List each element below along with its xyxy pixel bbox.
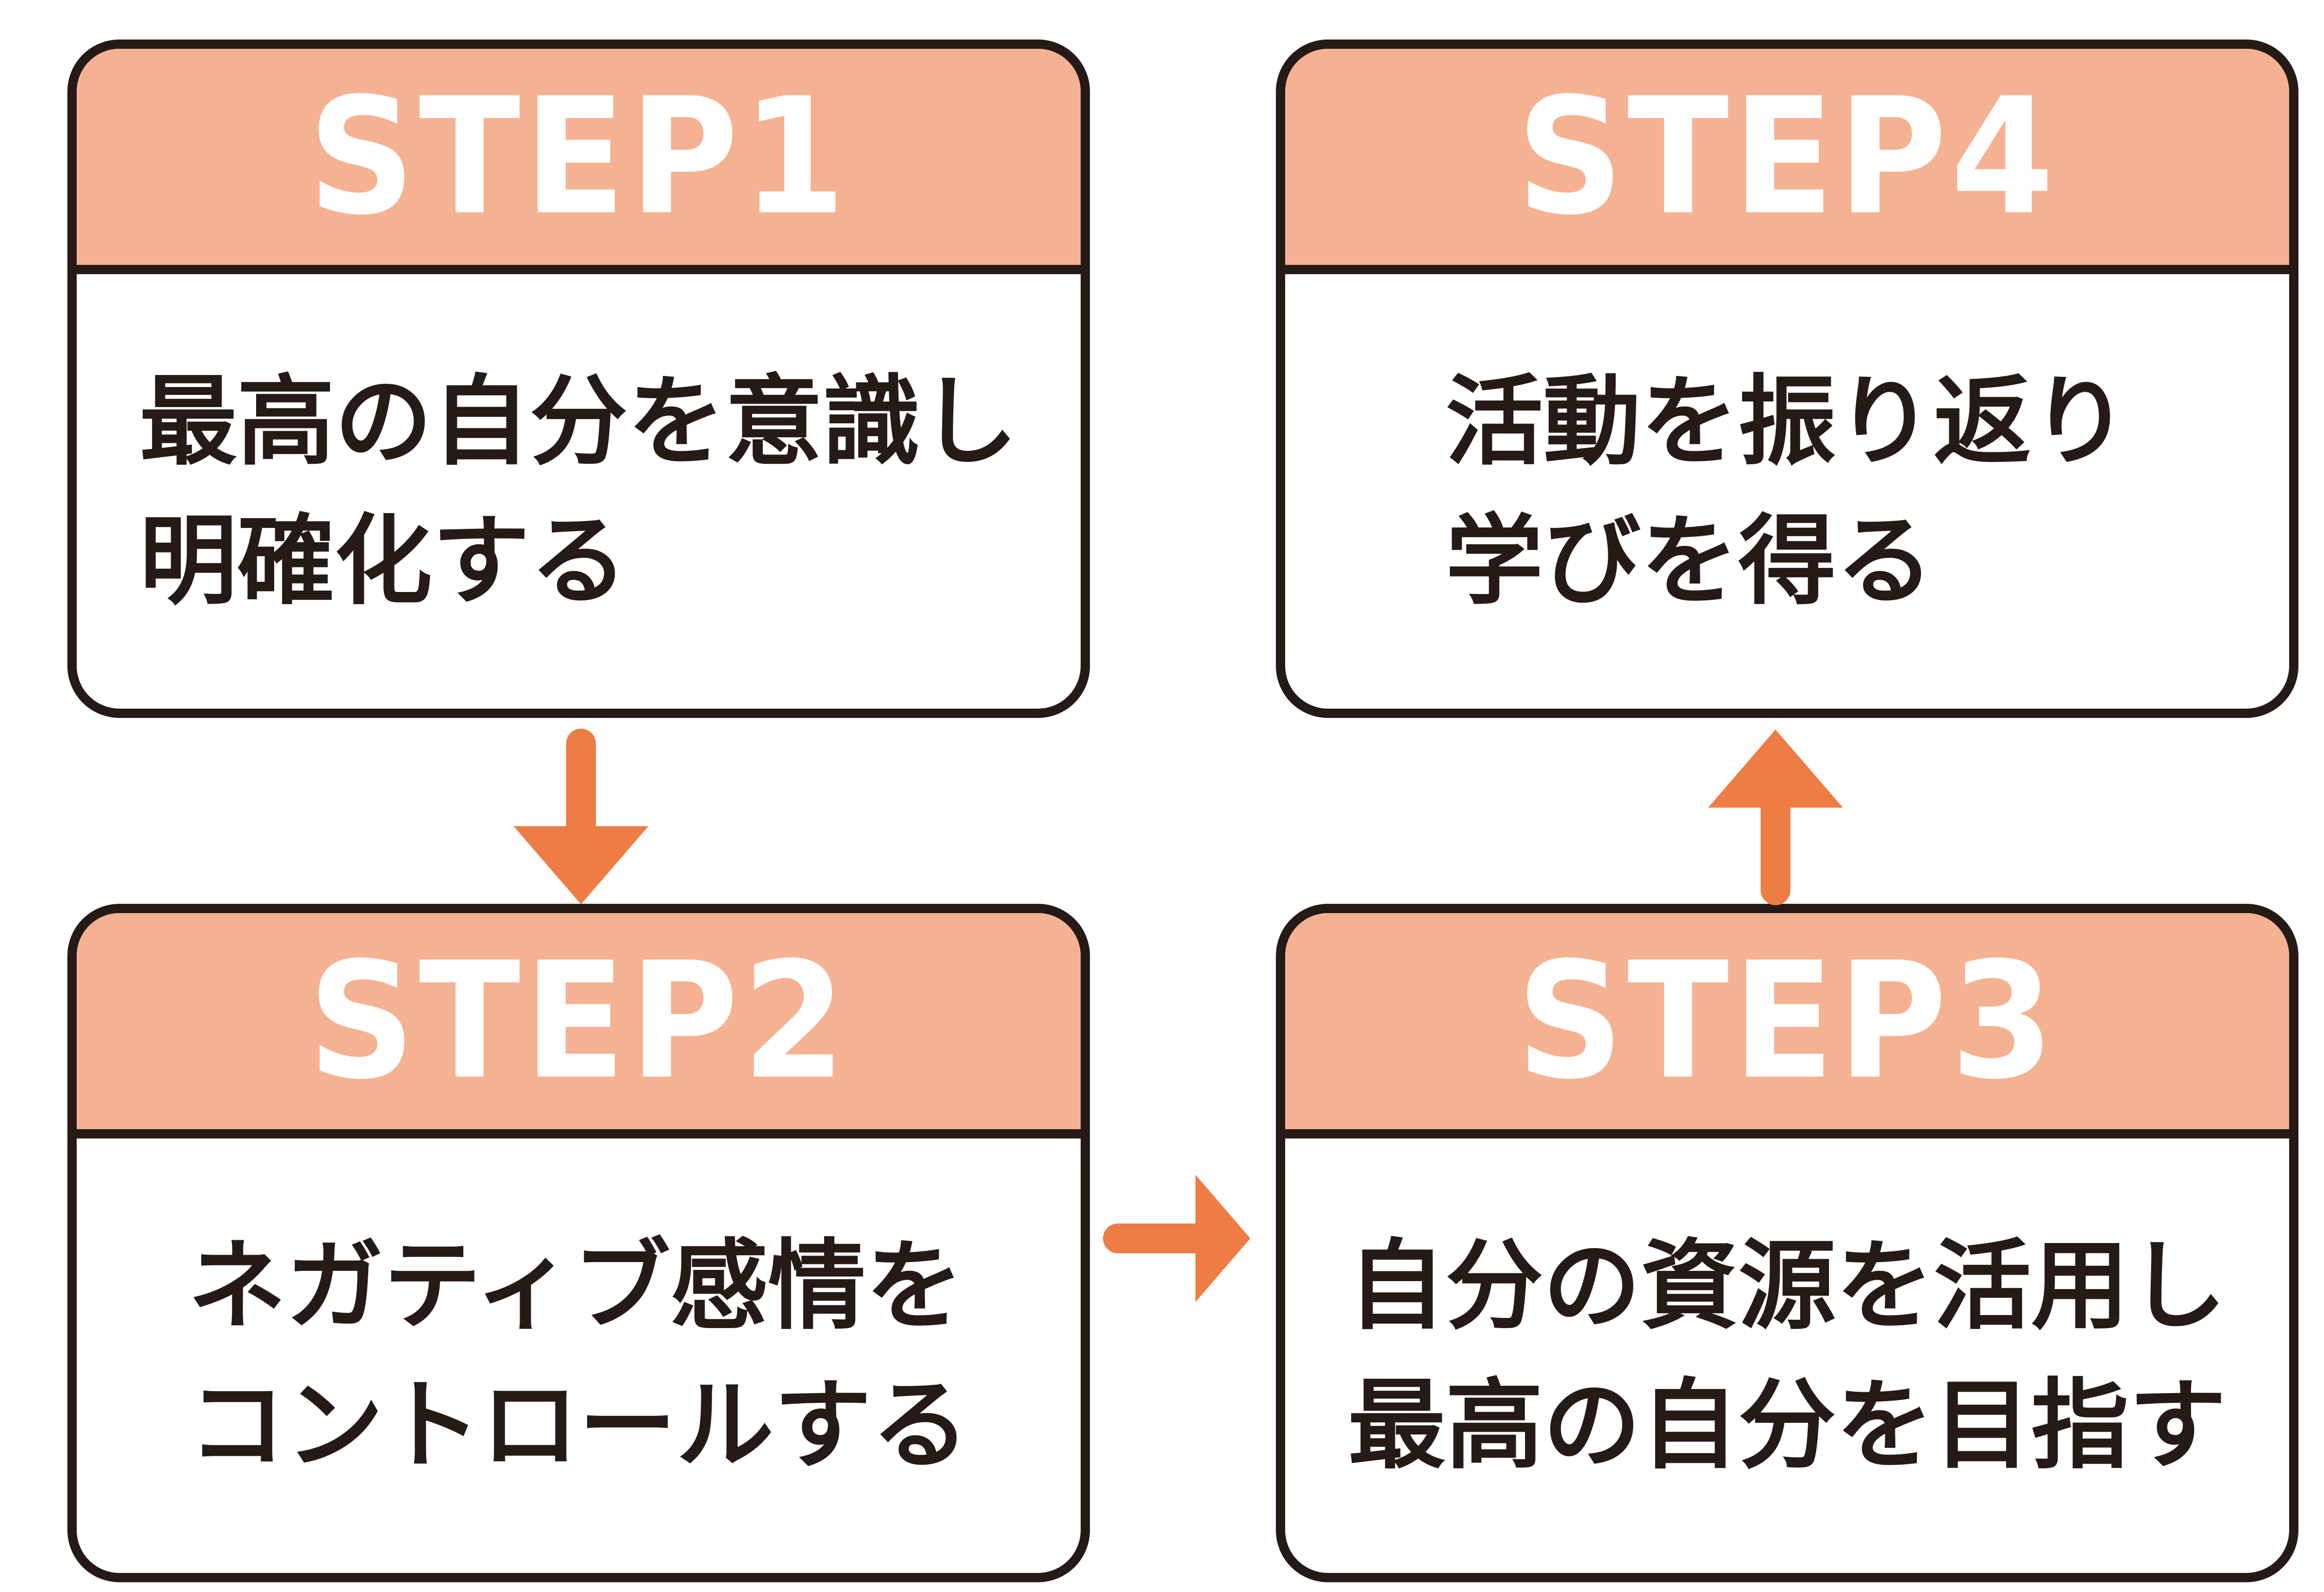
step2-description: ネガティブ感情を コントロールする <box>188 1217 969 1495</box>
step1-card: STEP1 最高の自分を意識し 明確化する <box>67 39 1090 718</box>
step4-description: 活動を振り返り 学びを得る <box>1446 352 2129 631</box>
step3-card: STEP3 自分の資源を活用し 最高の自分を目指す <box>1276 904 2298 1582</box>
step3-header: STEP3 <box>1285 913 2289 1138</box>
step4-description-line2: 学びを得る <box>1445 504 1934 618</box>
step4-card: STEP4 活動を振り返り 学びを得る <box>1276 39 2298 718</box>
step4-body: 活動を振り返り 学びを得る <box>1285 274 2289 709</box>
step4-description-line1: 活動を振り返り <box>1445 364 2129 479</box>
step2-description-line1: ネガティブ感情を <box>188 1229 964 1343</box>
step3-description-line1: 自分の資源を活用し <box>1347 1229 2226 1343</box>
arrow-step3-to-step4-icon <box>1708 730 1843 905</box>
step3-label: STEP3 <box>1516 928 2058 1115</box>
arrow-step2-to-step3-icon <box>1103 1175 1250 1302</box>
step2-body: ネガティブ感情を コントロールする <box>77 1138 1081 1573</box>
step1-description-line2: 明確化する <box>139 504 627 618</box>
step1-label: STEP1 <box>308 63 850 250</box>
step1-description-line1: 最高の自分を意識し <box>139 364 1018 479</box>
step1-description: 最高の自分を意識し 明確化する <box>139 352 1018 631</box>
step3-description-line2: 最高の自分を目指す <box>1347 1368 2226 1482</box>
step2-header: STEP2 <box>77 913 1081 1138</box>
step3-description: 自分の資源を活用し 最高の自分を目指す <box>1348 1217 2226 1495</box>
step1-header: STEP1 <box>77 49 1081 274</box>
step4-header: STEP4 <box>1285 49 2289 274</box>
step3-body: 自分の資源を活用し 最高の自分を目指す <box>1285 1138 2289 1573</box>
step1-body: 最高の自分を意識し 明確化する <box>77 274 1081 709</box>
step2-label: STEP2 <box>308 928 850 1115</box>
arrow-step1-to-step2-icon <box>514 729 648 904</box>
step4-label: STEP4 <box>1516 63 2058 250</box>
step2-card: STEP2 ネガティブ感情を コントロールする <box>67 904 1090 1582</box>
step2-description-line2: コントロールする <box>188 1368 969 1482</box>
